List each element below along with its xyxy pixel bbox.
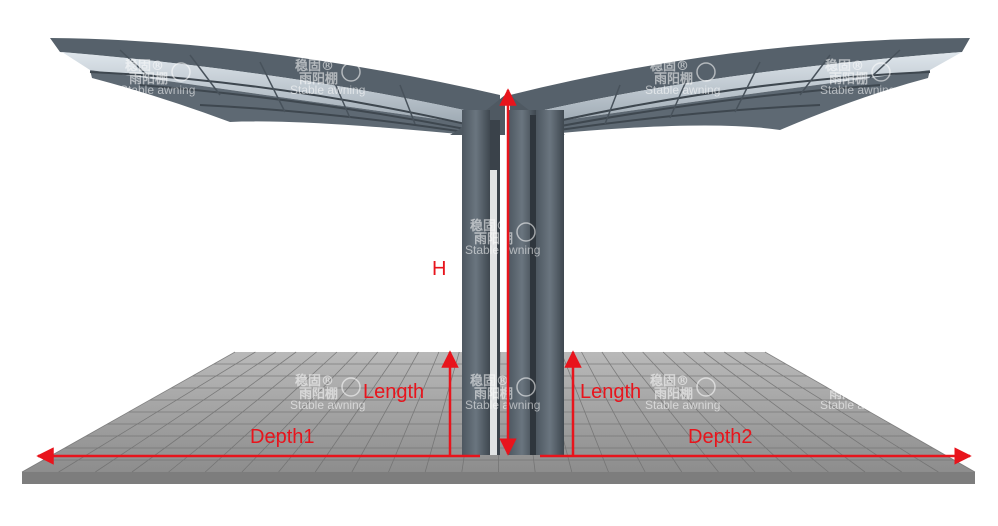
length-right-label: Length (580, 381, 641, 403)
svg-text:雨阳棚: 雨阳棚 (654, 386, 693, 402)
depth-right-label: Depth2 (688, 426, 753, 448)
svg-text:稳固®: 稳固® (825, 58, 864, 74)
svg-text:稳固®: 稳固® (650, 58, 689, 74)
svg-text:雨阳棚: 雨阳棚 (299, 71, 338, 87)
svg-text:稳固®: 稳固® (295, 373, 334, 389)
svg-text:雨阳棚: 雨阳棚 (654, 71, 693, 87)
dimension-lines (36, 88, 972, 465)
svg-text:Stable awning: Stable awning (465, 398, 540, 412)
center-posts (450, 95, 565, 455)
svg-text:Stable awning: Stable awning (645, 398, 720, 412)
svg-text:稳固®: 稳固® (650, 373, 689, 389)
svg-text:雨阳棚: 雨阳棚 (299, 386, 338, 402)
canopy-right-wing (510, 38, 970, 138)
svg-text:Stable awning: Stable awning (120, 83, 195, 97)
svg-text:雨阳棚: 雨阳棚 (829, 386, 868, 402)
svg-text:Stable awning: Stable awning (820, 83, 895, 97)
depth-left-label: Depth1 (250, 426, 315, 448)
svg-text:Stable awning: Stable awning (290, 398, 365, 412)
svg-text:稳固®: 稳固® (825, 373, 864, 389)
height-label: H (432, 258, 446, 280)
svg-text:雨阳棚: 雨阳棚 (829, 71, 868, 87)
svg-text:雨阳棚: 雨阳棚 (129, 71, 168, 87)
length-left-label: Length (363, 381, 424, 403)
svg-text:Stable awning: Stable awning (645, 83, 720, 97)
svg-text:稳固®: 稳固® (295, 58, 334, 74)
svg-text:Stable awning: Stable awning (820, 398, 895, 412)
svg-text:Stable awning: Stable awning (290, 83, 365, 97)
canopy-left-wing (50, 38, 500, 138)
svg-text:稳固®: 稳固® (125, 58, 164, 74)
svg-text:Stable awning: Stable awning (465, 243, 540, 257)
